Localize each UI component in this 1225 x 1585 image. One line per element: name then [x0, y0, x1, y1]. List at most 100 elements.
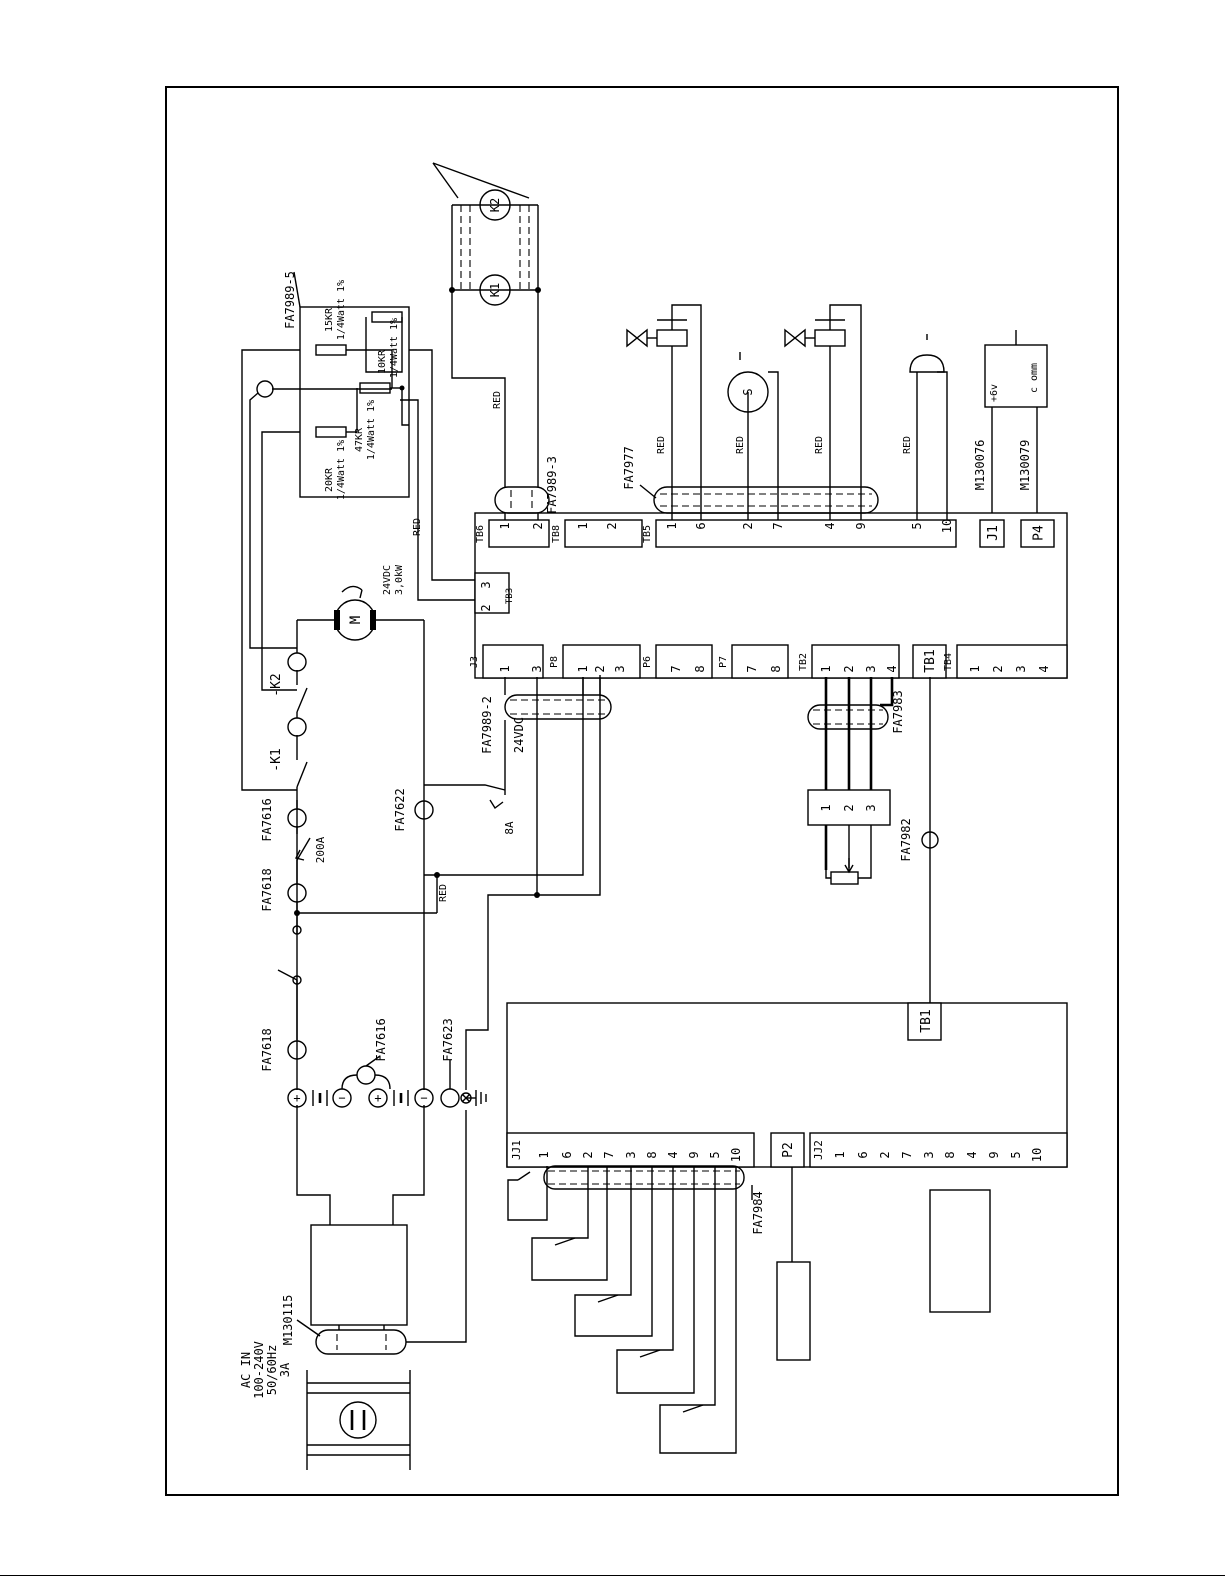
- pin-label: 2: [878, 1151, 892, 1158]
- pin-label: 9: [987, 1151, 1001, 1158]
- pin-label: 3: [864, 665, 878, 672]
- fa7989-5-label: FA7989-5: [283, 271, 297, 329]
- red-wire-label-valve2: RED: [814, 436, 825, 454]
- pin-label: 2: [605, 522, 619, 529]
- aux-breaker-rating: 8A: [503, 821, 516, 835]
- pin-label: 2: [741, 522, 755, 529]
- board-tb1-label: TB1: [919, 1009, 934, 1032]
- power-input-section: AC IN 100-240V 50/60Hz 3A M130115 +: [239, 640, 601, 1470]
- pin-label: 7: [745, 665, 759, 672]
- probe-icon: [256, 380, 274, 398]
- pin-label: 1: [498, 522, 512, 529]
- fa7989-2-label: FA7989-2: [480, 696, 494, 754]
- contactor-coils: K2 K1 RED: [432, 162, 541, 487]
- pin-label: 6: [560, 1151, 574, 1158]
- connector-p6-label: P6: [642, 656, 653, 668]
- pin-label: 7: [900, 1151, 914, 1158]
- r10k-value: 10KR: [377, 349, 388, 374]
- pin-label: 2: [479, 604, 493, 611]
- pin-label: 3: [1014, 665, 1028, 672]
- connector-p4-label: P4: [1032, 525, 1047, 541]
- k2-contact-label: -K2: [269, 673, 284, 696]
- connector-tb1-label: TB1: [923, 649, 938, 672]
- connector-tb5-label: TB5: [642, 525, 653, 543]
- fa7623-fuse: [440, 1088, 460, 1108]
- main-breaker-rating: 200A: [314, 836, 327, 863]
- pin-label: 2: [581, 1151, 595, 1158]
- indicator-comm-label: c omm: [1029, 363, 1040, 393]
- pin-label: 8: [943, 1151, 957, 1158]
- fa7616-bridge: [356, 1065, 376, 1085]
- ac-in-line3: 50/60Hz: [265, 1345, 279, 1396]
- pin-label: 10: [940, 519, 954, 533]
- connector-p4: [1020, 519, 1055, 548]
- fa7623-label: FA7623: [441, 1018, 455, 1061]
- pin-label: 10: [729, 1148, 743, 1162]
- supply-voltage-label: 24VDC: [512, 717, 526, 753]
- fa7616-main-label: FA7616: [260, 798, 274, 841]
- red-wire-label-lower: RED: [438, 884, 449, 902]
- pin-label: 2: [593, 665, 607, 672]
- fa7618-lower-label: FA7618: [260, 1028, 274, 1071]
- indicator-plus-label: +6v: [989, 384, 1000, 402]
- connector-j1-label: J1: [986, 525, 1001, 541]
- r47k-rating: 1/4Watt 1%: [366, 400, 377, 460]
- tb5-outputs: FA7977 RED S RED RED RED +6v: [622, 304, 1048, 520]
- pin-label: 2: [531, 522, 545, 529]
- r47k-value: 47KR: [354, 427, 365, 452]
- red-wire-label-coil: RED: [492, 391, 503, 409]
- pin-label: 1: [819, 665, 833, 672]
- ac-in-line1: AC IN: [239, 1352, 253, 1388]
- connector-tb4-label: TB4: [943, 653, 954, 671]
- red-wire-label-tb3: RED: [412, 518, 423, 536]
- pin-label: 5: [910, 522, 924, 529]
- ac-in-line2: 100-240V: [252, 1341, 266, 1399]
- motor-symbol: M: [348, 616, 364, 624]
- pin-label: 10: [1030, 1148, 1044, 1162]
- pin-label: 2: [842, 665, 856, 672]
- pin-label: 1: [819, 804, 833, 811]
- fa7989-5-module: [299, 306, 410, 498]
- r15k-resistor: [315, 344, 347, 356]
- k1-contact-label: -K1: [269, 748, 284, 771]
- potentiometer-icon: [830, 871, 859, 885]
- resistor-network: FA7989-5 15KR 1/4Watt 1% 20KR 1/4Watt 1%…: [283, 271, 475, 601]
- fa7983-shield: [807, 704, 889, 730]
- p2-device: [776, 1261, 811, 1361]
- connector-tb8-label: TB8: [551, 525, 562, 543]
- red-wire-label-valve1: RED: [656, 436, 667, 454]
- valve2-coil: [814, 329, 846, 347]
- pin-label: 1: [968, 665, 982, 672]
- pin-label: 3: [613, 665, 627, 672]
- pin-label: 1: [498, 665, 512, 672]
- jj1-connector: [506, 1132, 755, 1168]
- fa7616-bridge-label: FA7616: [374, 1018, 388, 1061]
- connector-tb1: [912, 644, 947, 679]
- motor-rating-line2: 3,0kW: [394, 564, 405, 595]
- fa7983-label: FA7983: [891, 690, 905, 733]
- fa7984-label: FA7984: [751, 1191, 765, 1234]
- ac-in-line4: 3A: [278, 1362, 292, 1377]
- p2-label: P2: [781, 1142, 796, 1158]
- connector-tb3: [474, 572, 510, 614]
- display-panel: [929, 1189, 991, 1313]
- jj1-input-harness: FA7984: [507, 1165, 811, 1454]
- connector-j3-label: J3: [469, 656, 480, 668]
- pin-label: 8: [693, 665, 707, 672]
- connector-tb2-label: TB2: [798, 653, 809, 671]
- power-switching: FA7618 200A FA7616 -K1 -K2 M: [241, 349, 584, 1040]
- battery-plus-terminal: [287, 1088, 307, 1108]
- r20k-value: 20KR: [324, 467, 335, 492]
- pin-label: 4: [1037, 665, 1051, 672]
- fa7984-shield: [543, 1165, 745, 1190]
- connector-tb6: [488, 519, 550, 548]
- speed-sensor-icon: [727, 371, 769, 413]
- horn-icon: [909, 354, 945, 373]
- pin-label: 3: [864, 804, 878, 811]
- connector-p8: [562, 644, 641, 679]
- pin-label: 6: [856, 1151, 870, 1158]
- fa7989-3-label: FA7989-3: [545, 456, 559, 514]
